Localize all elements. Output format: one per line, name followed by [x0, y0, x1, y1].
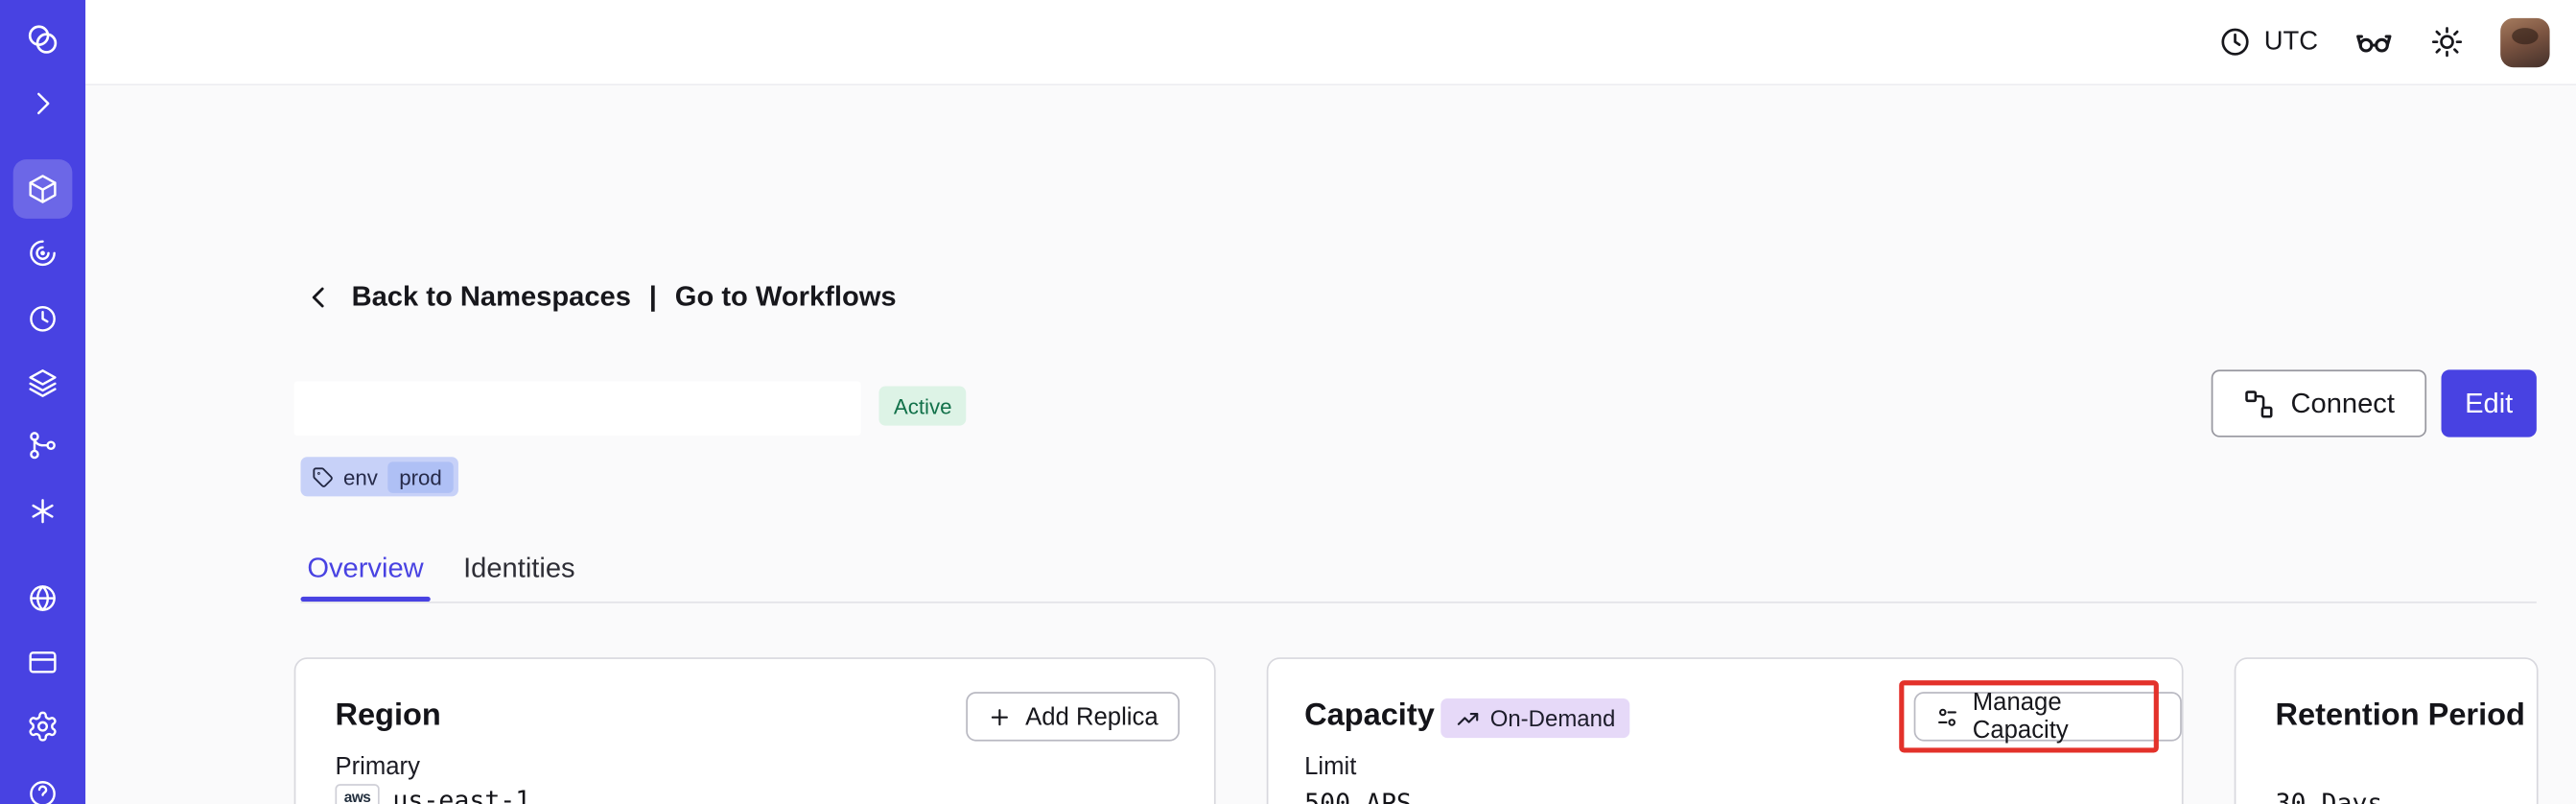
connect-icon [2245, 390, 2274, 417]
region-card: Region Add Replica Primary aws us-east-1 [293, 657, 1216, 804]
sidebar-item-schedules[interactable] [26, 302, 59, 335]
manage-capacity-label: Manage Capacity [1972, 688, 2069, 745]
sidebar-item-workflows[interactable] [26, 237, 59, 270]
add-replica-button[interactable]: Add Replica [966, 692, 1180, 742]
manage-capacity-button[interactable]: Manage Capacity [1913, 689, 2182, 745]
sidebar [0, 0, 86, 804]
breadcrumb-separator: | [648, 280, 657, 313]
plus-icon [991, 708, 1009, 725]
go-to-workflows-link[interactable]: Go to Workflows [674, 280, 897, 313]
sidebar-item-namespaces[interactable] [26, 173, 59, 205]
tag-icon [313, 466, 333, 486]
namespace-name-redacted [293, 381, 861, 436]
sidebar-item-support[interactable] [26, 777, 59, 804]
sidebar-item-billing[interactable] [26, 646, 59, 678]
connect-button-label: Connect [2290, 387, 2395, 418]
capacity-limit-value: 500 APS [1304, 789, 1413, 804]
sidebar-item-nexus[interactable] [26, 495, 59, 528]
sidebar-expand-chevron-icon[interactable] [26, 87, 59, 120]
ondemand-badge: On-Demand [1440, 698, 1630, 739]
limit-label: Limit [1304, 752, 1357, 781]
capacity-card-title: Capacity [1304, 698, 1435, 733]
retention-card: Retention Period 30 Days [2234, 657, 2539, 804]
tab-overview[interactable]: Overview [307, 552, 424, 584]
retention-card-title: Retention Period [2275, 698, 2525, 733]
sidebar-item-batch[interactable] [26, 367, 59, 399]
status-badge: Active [878, 386, 967, 426]
main-content: Back to Namespaces | Go to Workflows Act… [85, 85, 2576, 804]
tab-identities[interactable]: Identities [463, 552, 575, 584]
chevron-left-icon[interactable] [304, 283, 334, 313]
add-replica-label: Add Replica [1025, 702, 1159, 731]
sidebar-item-deployments[interactable] [26, 429, 59, 461]
active-tab-underline [300, 596, 431, 602]
timezone-selector[interactable]: UTC [2218, 25, 2318, 59]
user-avatar[interactable] [2500, 16, 2550, 67]
labs-goggles-icon[interactable] [2354, 22, 2394, 61]
capacity-card: Capacity On-Demand Manage Capacity Limit… [1266, 657, 2184, 804]
aws-provider-icon: aws [335, 784, 380, 804]
sidebar-item-cloud-usage[interactable] [26, 581, 59, 614]
sliders-icon [1938, 707, 1956, 725]
region-card-title: Region [335, 698, 441, 733]
tag-key: env [343, 463, 378, 489]
trending-up-icon [1457, 712, 1479, 725]
primary-label: Primary [335, 752, 420, 781]
clock-icon [2218, 25, 2253, 59]
tabs-divider [300, 601, 2537, 603]
temporal-logo-icon [25, 21, 61, 58]
theme-toggle-sun-icon[interactable] [2430, 25, 2465, 59]
namespace-tag-chip[interactable]: env prod [300, 457, 458, 497]
topbar: UTC [85, 0, 2576, 86]
region-value-row: aws us-east-1 [335, 784, 530, 804]
timezone-label: UTC [2263, 27, 2319, 56]
back-to-namespaces-link[interactable]: Back to Namespaces [351, 280, 631, 313]
sidebar-item-settings[interactable] [26, 710, 59, 743]
retention-value: 30 Days [2275, 789, 2383, 804]
tag-value: prod [387, 461, 454, 493]
ondemand-badge-label: On-Demand [1489, 704, 1616, 732]
region-value: us-east-1 [392, 784, 531, 804]
edit-button[interactable]: Edit [2441, 369, 2537, 437]
connect-button[interactable]: Connect [2211, 369, 2427, 437]
breadcrumb: Back to Namespaces | Go to Workflows [304, 281, 897, 314]
